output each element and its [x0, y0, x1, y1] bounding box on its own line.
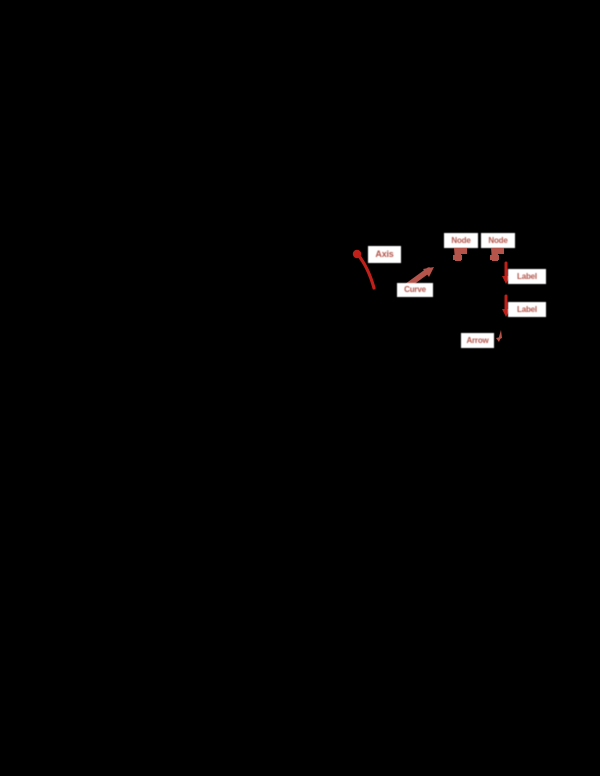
callout-right-1-label: Label: [508, 269, 546, 284]
arrow-down-2-icon: [487, 247, 509, 264]
callout-right-2-label: Label: [508, 302, 546, 317]
small-arrow-right-icon: [493, 329, 507, 345]
callout-top-2-label: Node: [481, 233, 515, 248]
callout-upper-left-label: Axis: [368, 246, 401, 263]
callout-bottom-label: Arrow: [461, 333, 494, 348]
callout-mid-left-label: Curve: [397, 283, 433, 297]
callout-top-1-label: Node: [444, 233, 478, 248]
arrow-down-1-icon: [450, 247, 472, 264]
